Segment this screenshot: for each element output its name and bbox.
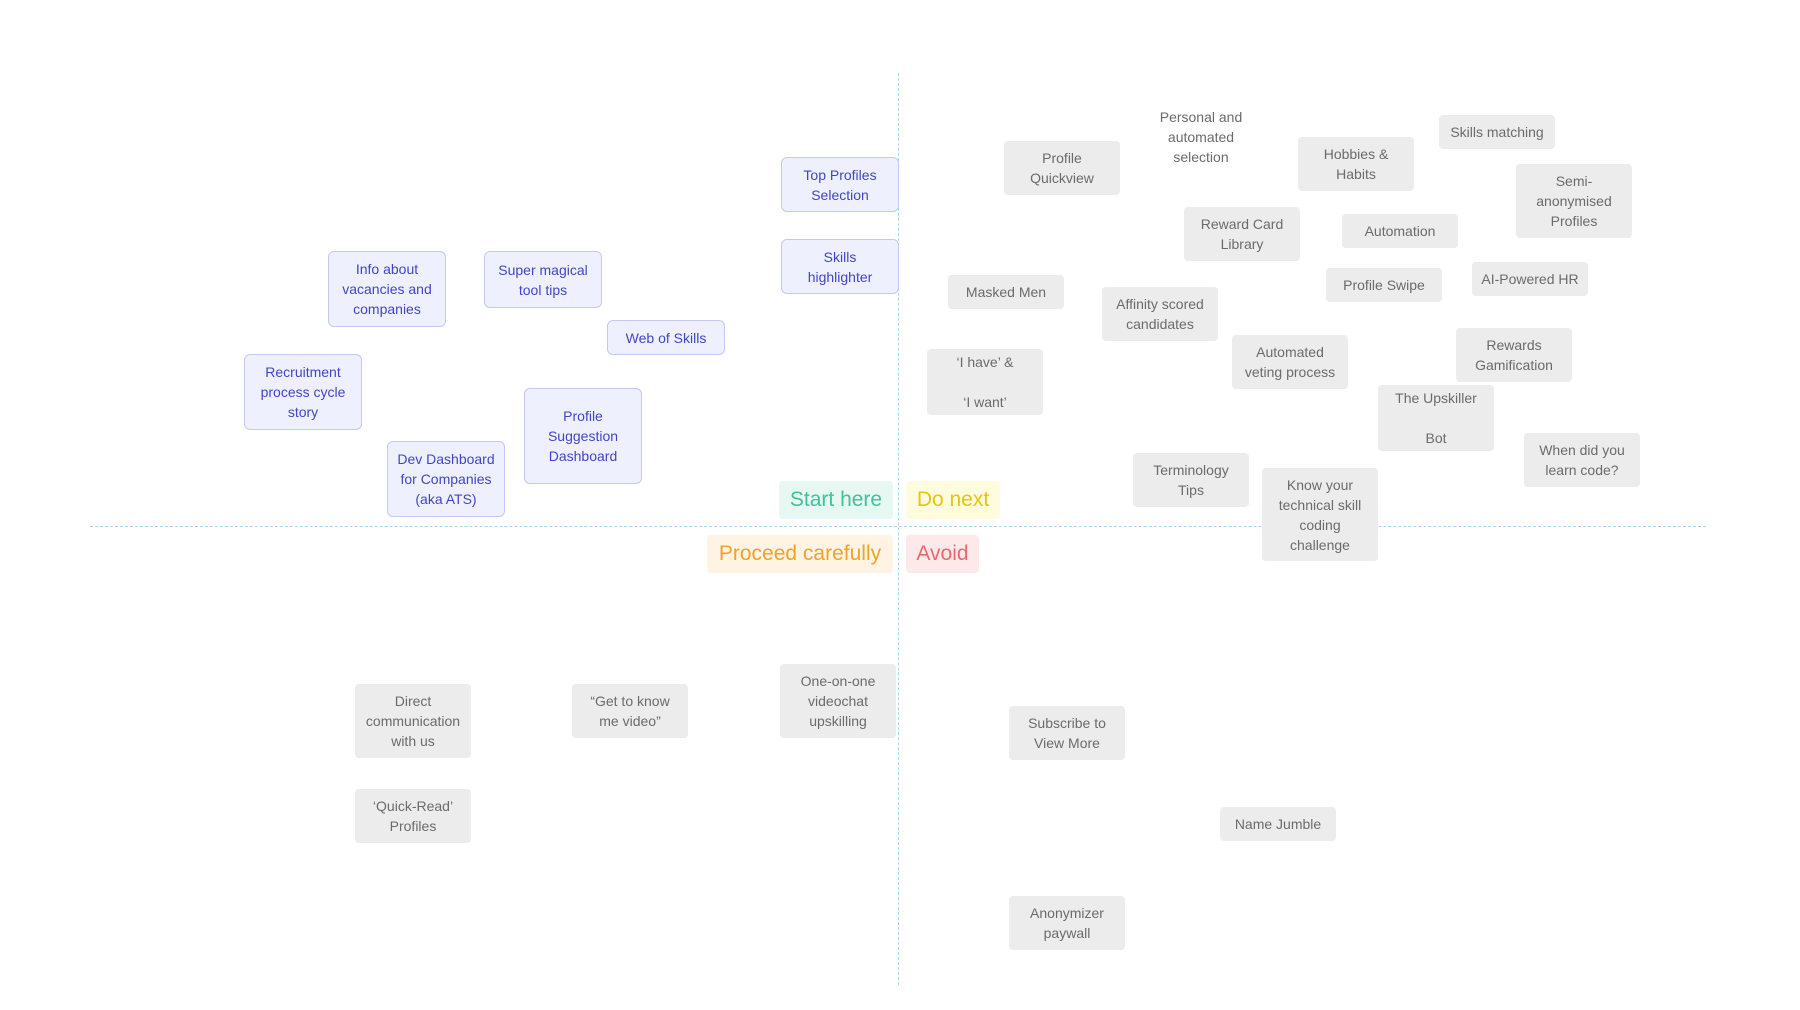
note-i-have-i-want[interactable]: ‘I have’ & ‘I want’: [927, 349, 1043, 415]
note-dev-dashboard[interactable]: Dev Dashboard for Companies (aka ATS): [387, 441, 505, 517]
quadrant-label-do-next: Do next: [906, 481, 1000, 519]
note-terminology-tips[interactable]: Terminology Tips: [1133, 453, 1249, 507]
note-upskiller-bot[interactable]: The Upskiller Bot: [1378, 385, 1494, 451]
note-web-of-skills[interactable]: Web of Skills: [607, 320, 725, 355]
note-skills-highlighter[interactable]: Skills highlighter: [781, 239, 899, 294]
note-super-magical-tool-tips[interactable]: Super magical tool tips: [484, 251, 602, 308]
note-one-on-one-videochat[interactable]: One-on-one videochat upskilling: [780, 664, 896, 738]
quadrant-label-start-here: Start here: [779, 481, 893, 519]
note-affinity-scored-candidates[interactable]: Affinity scored candidates: [1102, 287, 1218, 341]
note-when-did-you-learn-code[interactable]: When did you learn code?: [1524, 433, 1640, 487]
note-subscribe-to-view-more[interactable]: Subscribe to View More: [1009, 706, 1125, 760]
note-get-to-know-me-video[interactable]: “Get to know me video”: [572, 684, 688, 738]
vertical-axis: [898, 73, 899, 985]
note-info-about-vacancies[interactable]: Info about vacancies and companies: [328, 251, 446, 327]
note-recruitment-process-story[interactable]: Recruitment process cycle story: [244, 354, 362, 430]
note-semi-anonymised-profiles[interactable]: Semi- anonymised Profiles: [1516, 164, 1632, 238]
note-profile-suggestion-dashboard[interactable]: Profile Suggestion Dashboard: [524, 388, 642, 484]
note-masked-men[interactable]: Masked Men: [948, 275, 1064, 309]
note-anonymizer-paywall[interactable]: Anonymizer paywall: [1009, 896, 1125, 950]
note-profile-quickview[interactable]: Profile Quickview: [1004, 141, 1120, 195]
note-direct-communication[interactable]: Direct communication with us: [355, 684, 471, 758]
quadrant-label-proceed-carefully: Proceed carefully: [707, 535, 893, 573]
note-hobbies-habits[interactable]: Hobbies & Habits: [1298, 137, 1414, 191]
note-profile-swipe[interactable]: Profile Swipe: [1326, 268, 1442, 302]
quadrant-label-avoid: Avoid: [906, 535, 979, 573]
note-name-jumble[interactable]: Name Jumble: [1220, 807, 1336, 841]
note-know-your-technical-skill[interactable]: Know your technical skill coding challen…: [1262, 468, 1378, 561]
note-reward-card-library[interactable]: Reward Card Library: [1184, 207, 1300, 261]
note-automated-veting-process[interactable]: Automated veting process: [1232, 335, 1348, 389]
note-quick-read-profiles[interactable]: ‘Quick-Read’ Profiles: [355, 789, 471, 843]
note-rewards-gamification[interactable]: Rewards Gamification: [1456, 328, 1572, 382]
note-personal-automated-selection[interactable]: Personal and automated selection: [1159, 109, 1243, 165]
note-skills-matching[interactable]: Skills matching: [1439, 115, 1555, 149]
horizontal-axis: [90, 526, 1706, 527]
note-ai-powered-hr[interactable]: AI-Powered HR: [1472, 262, 1588, 296]
note-top-profiles-selection[interactable]: Top Profiles Selection: [781, 157, 899, 212]
note-automation[interactable]: Automation: [1342, 214, 1458, 248]
